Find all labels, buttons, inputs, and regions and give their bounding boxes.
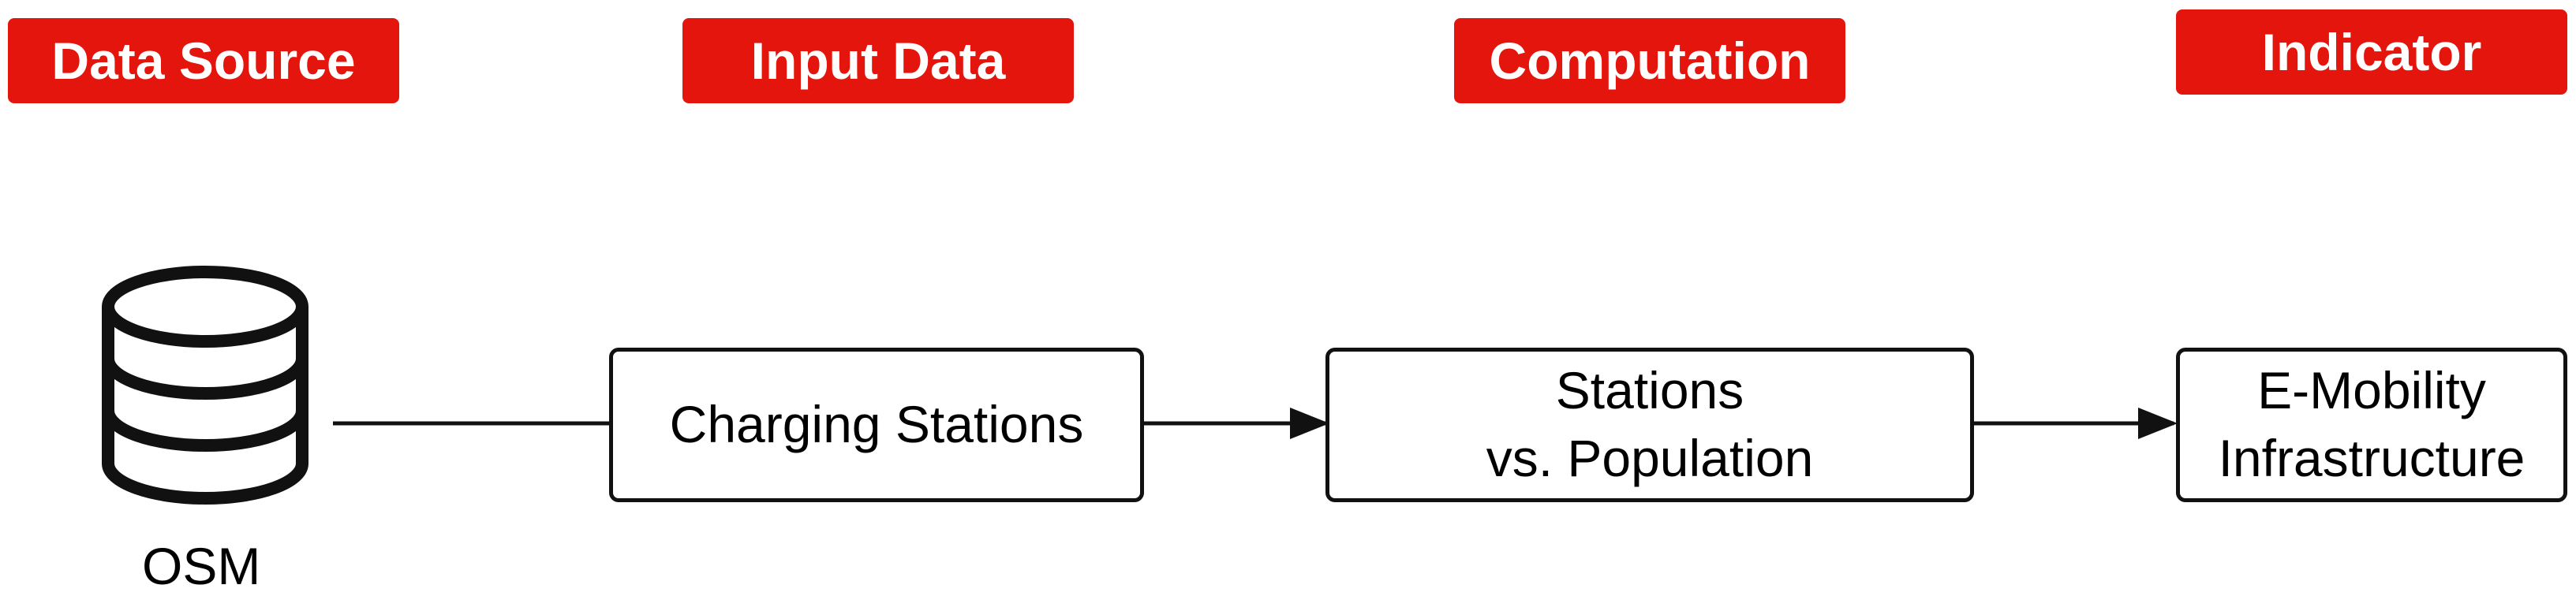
source-label: OSM <box>142 537 261 595</box>
header-computation-label: Computation <box>1489 32 1811 90</box>
header-input-data-label: Input Data <box>750 32 1006 90</box>
indicator-node-line-2: Infrastructure <box>2218 429 2526 487</box>
input-node-label: Charging Stations <box>669 395 1084 454</box>
header-indicator: Indicator <box>2176 9 2567 95</box>
computation-node: Stations vs. Population <box>1325 348 1974 502</box>
database-icon <box>102 266 308 505</box>
header-computation: Computation <box>1454 18 1845 103</box>
header-input-data: Input Data <box>682 18 1074 103</box>
header-data-source: Data Source <box>8 18 399 103</box>
computation-node-line-2: vs. Population <box>1486 429 1814 487</box>
indicator-node-line-1: E-Mobility <box>2257 361 2486 420</box>
header-data-source-label: Data Source <box>51 32 356 90</box>
input-node: Charging Stations <box>609 348 1144 502</box>
indicator-node: E-Mobility Infrastructure <box>2176 348 2567 502</box>
header-indicator-label: Indicator <box>2261 23 2482 81</box>
computation-node-line-1: Stations <box>1555 361 1744 420</box>
